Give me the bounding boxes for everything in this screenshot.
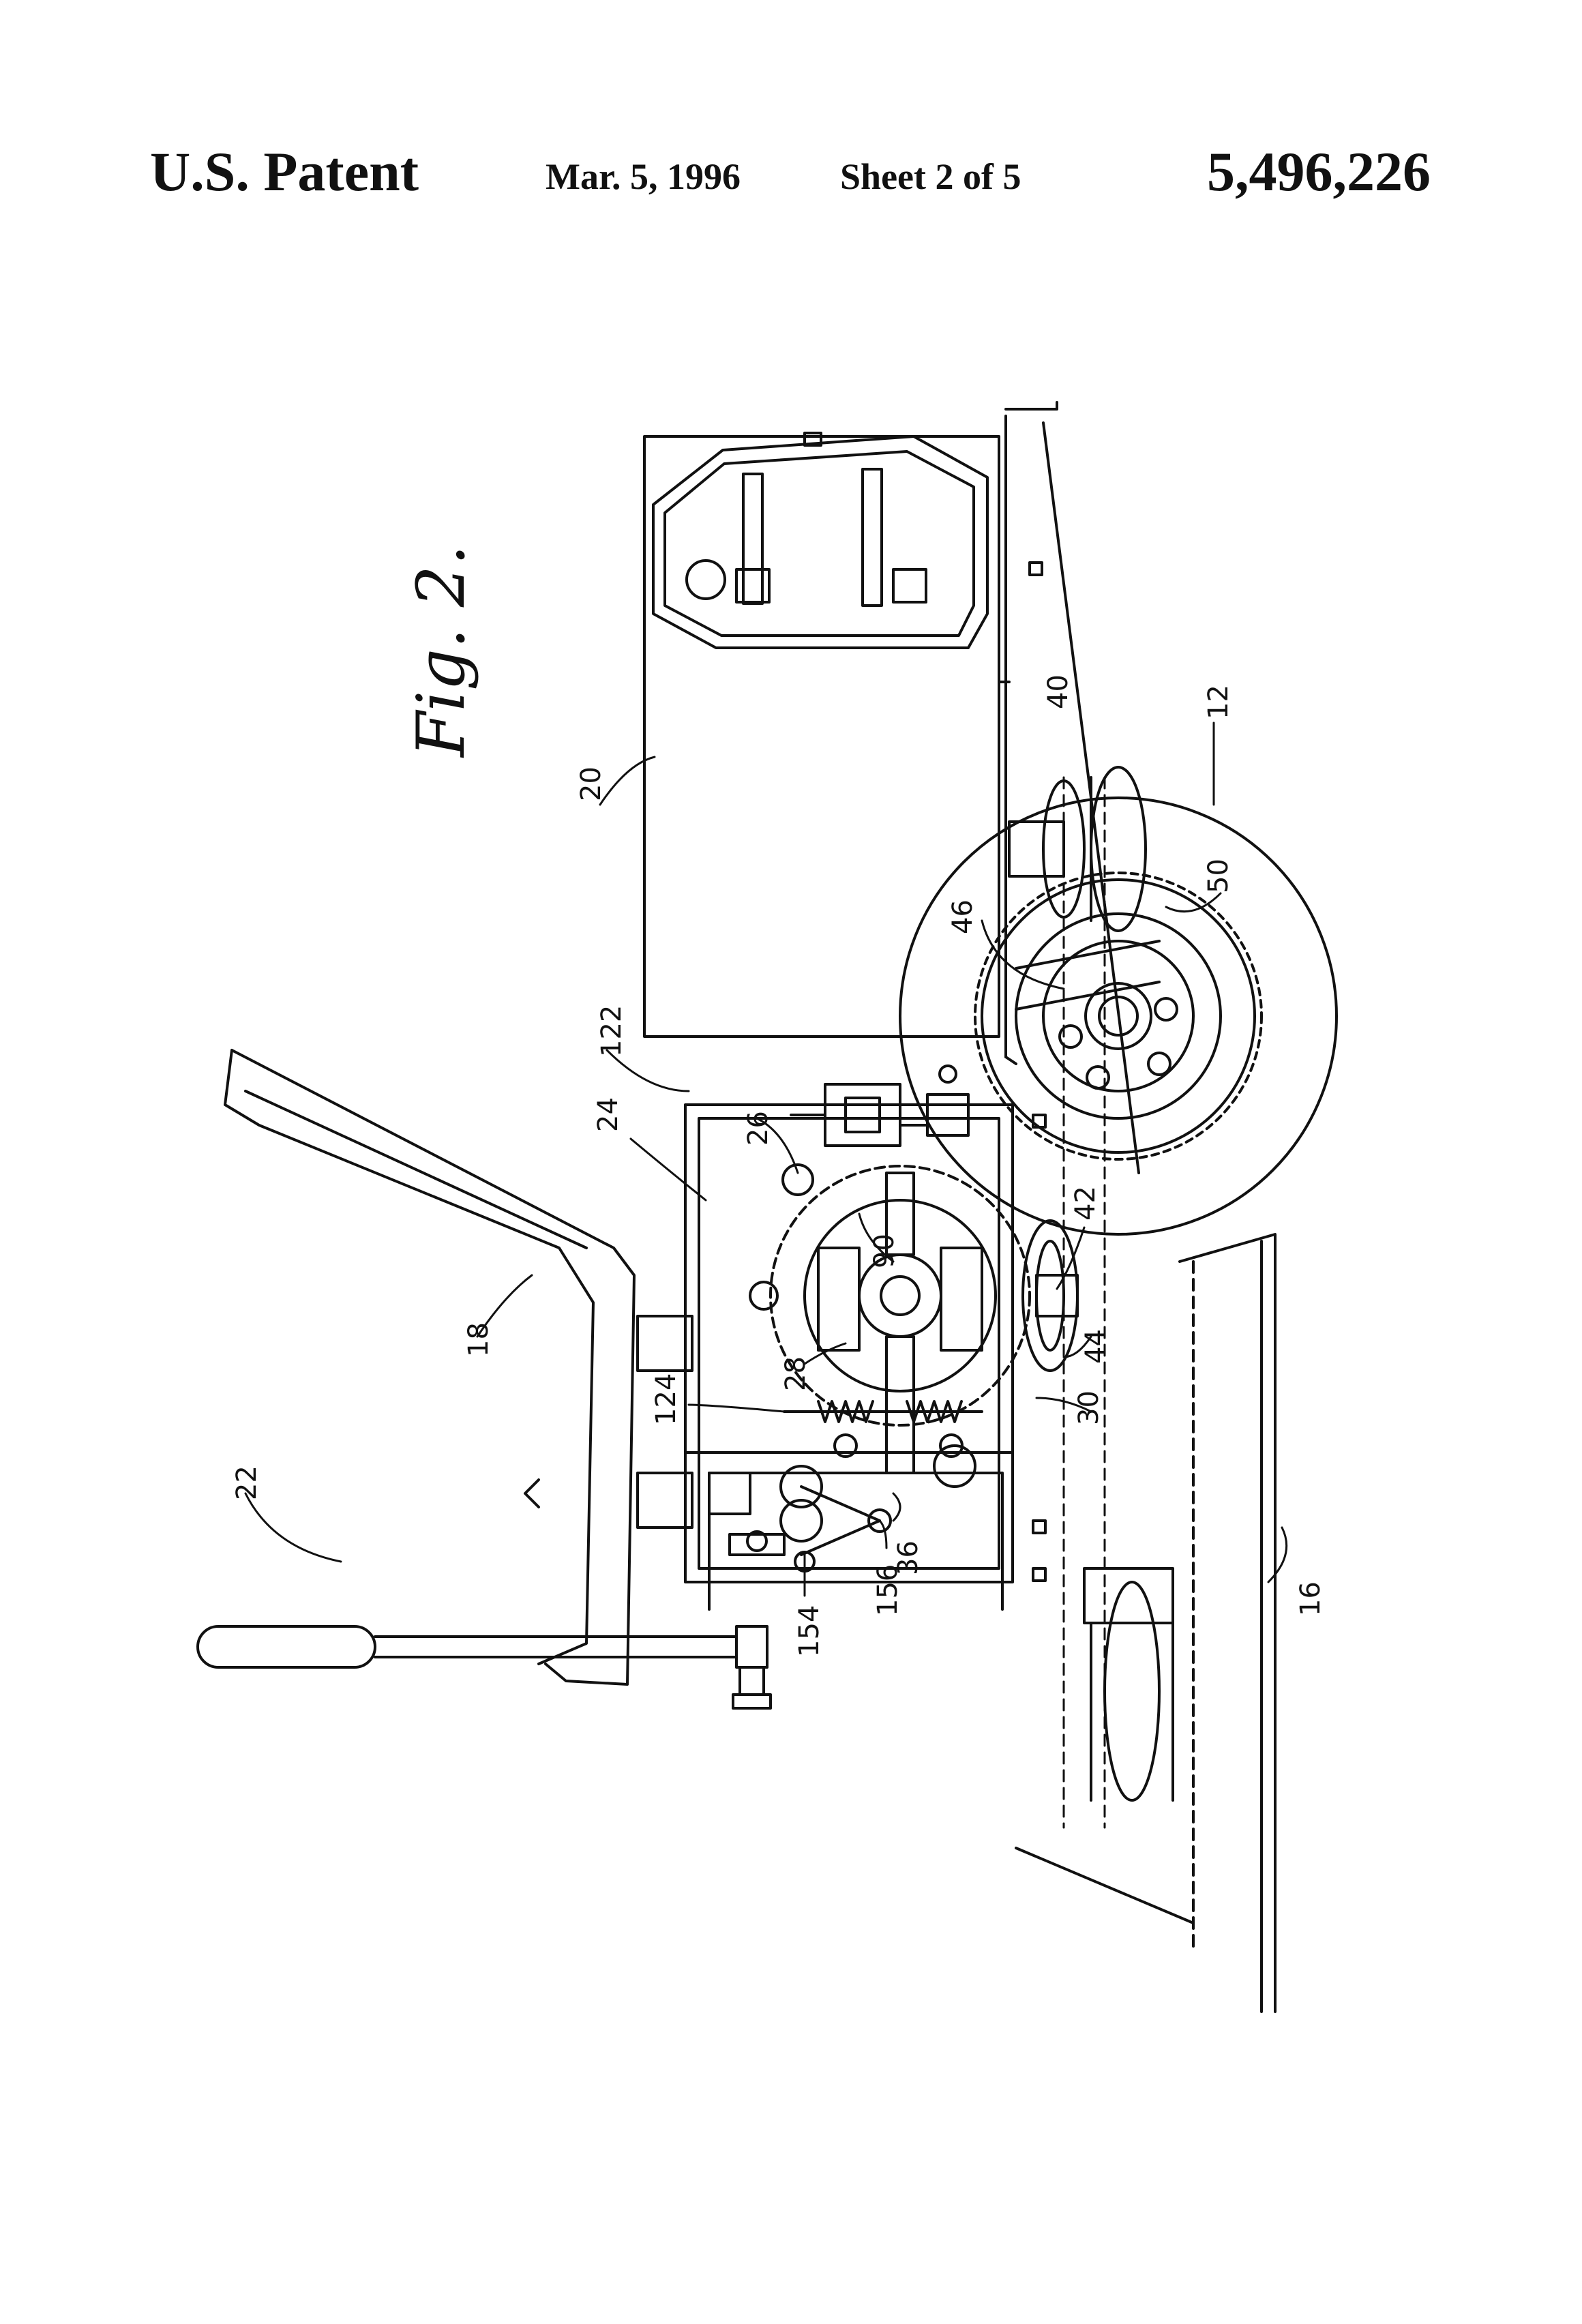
pulley-40 — [1009, 767, 1159, 1009]
ref-26: 26 — [743, 1111, 774, 1146]
ref-44: 44 — [1080, 1329, 1111, 1364]
ref-16: 16 — [1295, 1581, 1326, 1616]
ref-90: 90 — [869, 1234, 900, 1268]
reference-numerals: 12 50 40 46 20 122 24 26 42 90 28 44 30 … — [231, 674, 1326, 1657]
control-lever — [198, 1626, 771, 1708]
ref-30: 30 — [1073, 1390, 1105, 1425]
ref-122: 122 — [596, 1005, 627, 1057]
ref-24: 24 — [593, 1097, 624, 1132]
figure-label: Fig. 2. — [403, 545, 479, 758]
ref-40: 40 — [1043, 674, 1074, 709]
fuel-tank — [644, 433, 1009, 1037]
ref-50: 50 — [1203, 859, 1234, 893]
ref-18: 18 — [463, 1322, 494, 1357]
gear-assembly — [750, 1165, 1030, 1473]
ref-28: 28 — [780, 1356, 811, 1391]
ref-42: 42 — [1070, 1186, 1101, 1221]
mower-deck — [1016, 1234, 1275, 2012]
ref-46: 46 — [947, 899, 979, 934]
drive-belt — [1064, 777, 1105, 1828]
ref-22: 22 — [231, 1465, 263, 1500]
ref-20: 20 — [576, 766, 607, 801]
ref-156: 156 — [872, 1564, 904, 1616]
ref-12: 12 — [1203, 685, 1234, 719]
linkage-mechanism — [730, 1466, 891, 1571]
seat — [225, 1050, 692, 1684]
ref-124: 124 — [651, 1373, 682, 1425]
ref-154: 154 — [794, 1605, 825, 1657]
